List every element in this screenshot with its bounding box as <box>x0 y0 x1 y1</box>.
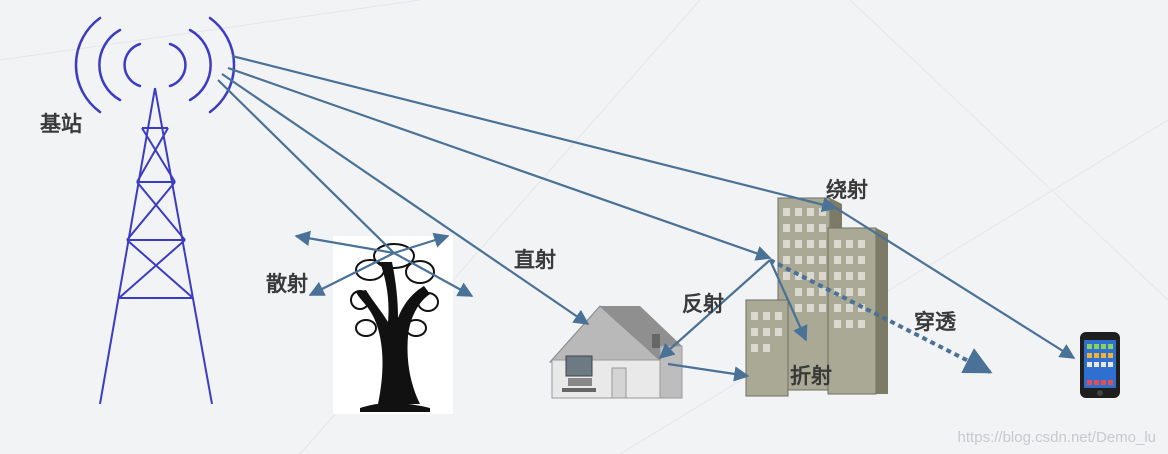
label-base-station: 基站 <box>40 112 82 136</box>
label-reflect: 反射 <box>682 292 724 316</box>
diffract-incoming-arrow <box>231 54 838 213</box>
label-diffract: 绕射 <box>826 178 868 202</box>
direct-arrow <box>221 73 590 325</box>
label-direct: 直射 <box>514 248 556 272</box>
signal-waves-icon <box>74 16 236 114</box>
reflect-incoming-arrow <box>227 66 772 261</box>
tree-icon <box>333 236 453 414</box>
diffract-arrow <box>835 207 1076 359</box>
scatter-arrow-upleft <box>294 230 395 255</box>
propagation-arrows <box>217 54 1076 382</box>
label-penetrate: 穿透 <box>914 310 956 334</box>
reflect-arrow <box>658 259 771 360</box>
scatter-incoming-arrow <box>217 79 395 254</box>
label-scatter: 散射 <box>266 272 308 296</box>
label-refract: 折射 <box>790 364 832 388</box>
watermark: https://blog.csdn.net/Demo_lu <box>957 429 1156 446</box>
reflect-ground-arrow <box>667 362 750 382</box>
base-station-tower <box>99 87 213 405</box>
scatter-arrow-downleft <box>308 252 395 296</box>
phone-icon <box>1080 332 1120 398</box>
house-icon <box>548 305 683 399</box>
scatter-arrow-upright <box>393 232 450 255</box>
buildings-icon <box>745 197 888 397</box>
refract-arrow <box>768 259 808 342</box>
scatter-arrow-downright <box>393 252 474 297</box>
